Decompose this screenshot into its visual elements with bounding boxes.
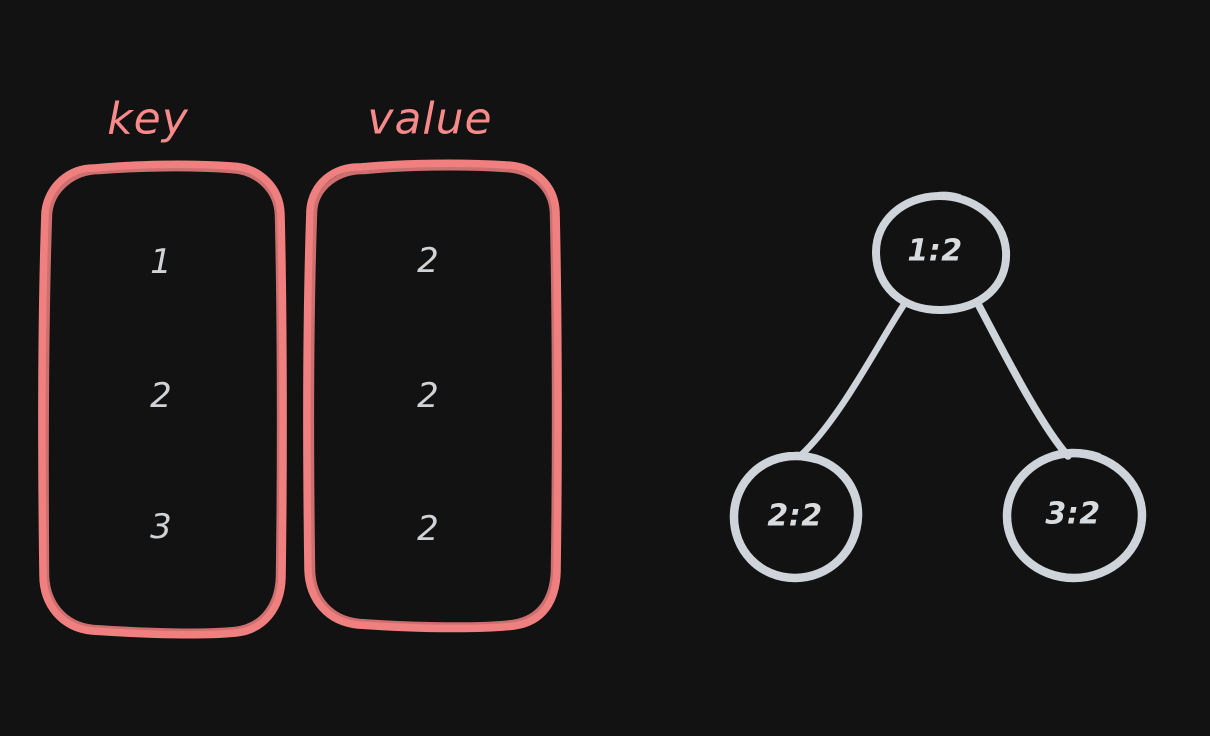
key-cell-0: 1	[150, 242, 172, 282]
key-column-box	[38, 160, 287, 639]
key-cell-2: 3	[150, 507, 172, 547]
key-cell-1: 2	[150, 376, 172, 416]
tree-node-right-circle[interactable]	[1002, 448, 1147, 583]
value-cell-0: 2	[417, 241, 439, 281]
tree-node-root-label: 1:2	[907, 233, 963, 269]
value-column-box	[303, 159, 562, 633]
tree-node-left-label: 2:2	[767, 498, 823, 534]
column-header-key: key	[107, 93, 189, 145]
value-cell-1: 2	[417, 376, 439, 416]
tree-node-right-label: 3:2	[1045, 496, 1101, 532]
edge-root-to-left	[796, 299, 909, 460]
tree-node-left-circle[interactable]	[729, 451, 863, 583]
column-header-value: value	[367, 93, 493, 145]
value-cell-2: 2	[417, 509, 439, 549]
edge-root-to-right	[973, 298, 1072, 460]
tree-edges	[796, 298, 1072, 460]
tree-node-root-circle[interactable]	[872, 191, 1011, 315]
